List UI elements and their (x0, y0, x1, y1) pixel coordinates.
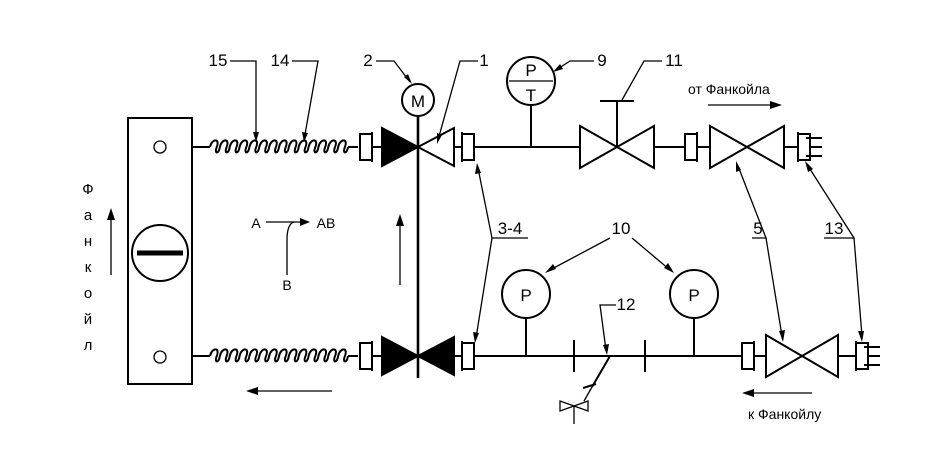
union-connector (454, 341, 475, 371)
fancoil-letter: н (84, 233, 92, 250)
label-10: 10 (612, 219, 631, 238)
fancoil-letter: к (85, 259, 92, 276)
fancoil-letter: а (84, 207, 93, 224)
bypass-flow-arrow (396, 214, 404, 285)
port-b-label: B (282, 277, 291, 293)
union-connector (684, 132, 710, 162)
label-11: 11 (665, 51, 683, 70)
valve-port-legend: A AB B (251, 215, 335, 293)
pressure-temperature-gauge: P T (506, 56, 556, 147)
fancoil-vertical-label: Ф а н к о й л (82, 181, 93, 354)
union-connector (741, 341, 766, 371)
gauge-left-letter: P (520, 286, 531, 305)
label-12: 12 (617, 295, 636, 314)
fancoil-unit (127, 117, 193, 385)
motor-letter: M (411, 92, 425, 111)
fancoil-letter: Ф (82, 181, 93, 198)
flow-measuring-section (559, 340, 646, 424)
balancing-valve-top (709, 124, 798, 170)
pressure-gauge-right: P (669, 269, 719, 356)
fancoil-letter: о (84, 285, 92, 302)
label-13: 13 (825, 219, 844, 238)
to-fancoil-label: к Фанкойлу (748, 406, 821, 422)
port-ab-label: AB (317, 215, 336, 231)
label-9: 9 (597, 51, 606, 70)
label-3-4: 3-4 (498, 219, 523, 238)
port-a-label: A (251, 215, 261, 231)
label-15: 15 (209, 51, 228, 70)
fancoil-letter: й (84, 311, 92, 328)
flexible-hose-bottom (192, 348, 358, 363)
to-fancoil-arrow (742, 389, 812, 397)
pt-letter-t: T (526, 86, 536, 105)
fancoil-letter: л (84, 337, 93, 354)
flexible-hose-top (192, 139, 358, 154)
gauge-right-letter: P (688, 286, 699, 305)
return-flow-arrow (246, 387, 332, 395)
shutoff-valve-top (579, 100, 684, 170)
label-5: 5 (753, 219, 762, 238)
pt-letter-p: P (525, 61, 536, 80)
balancing-valve-bottom (765, 333, 856, 379)
label-14: 14 (271, 51, 290, 70)
union-connector (454, 132, 475, 162)
union-connector (855, 341, 880, 371)
from-fancoil-label: от Фанкойла (688, 81, 770, 97)
union-connector (359, 341, 373, 371)
union-connector (797, 132, 822, 162)
label-1: 1 (479, 51, 488, 70)
motor-actuator: M (401, 83, 435, 117)
pressure-gauge-left: P (501, 269, 551, 356)
three-way-valve-top (372, 126, 455, 168)
from-fancoil-arrow (708, 101, 782, 109)
three-way-valve-bottom (372, 335, 455, 377)
label-2: 2 (363, 51, 372, 70)
fancoil-up-arrow (107, 208, 115, 275)
union-connector (359, 132, 373, 162)
